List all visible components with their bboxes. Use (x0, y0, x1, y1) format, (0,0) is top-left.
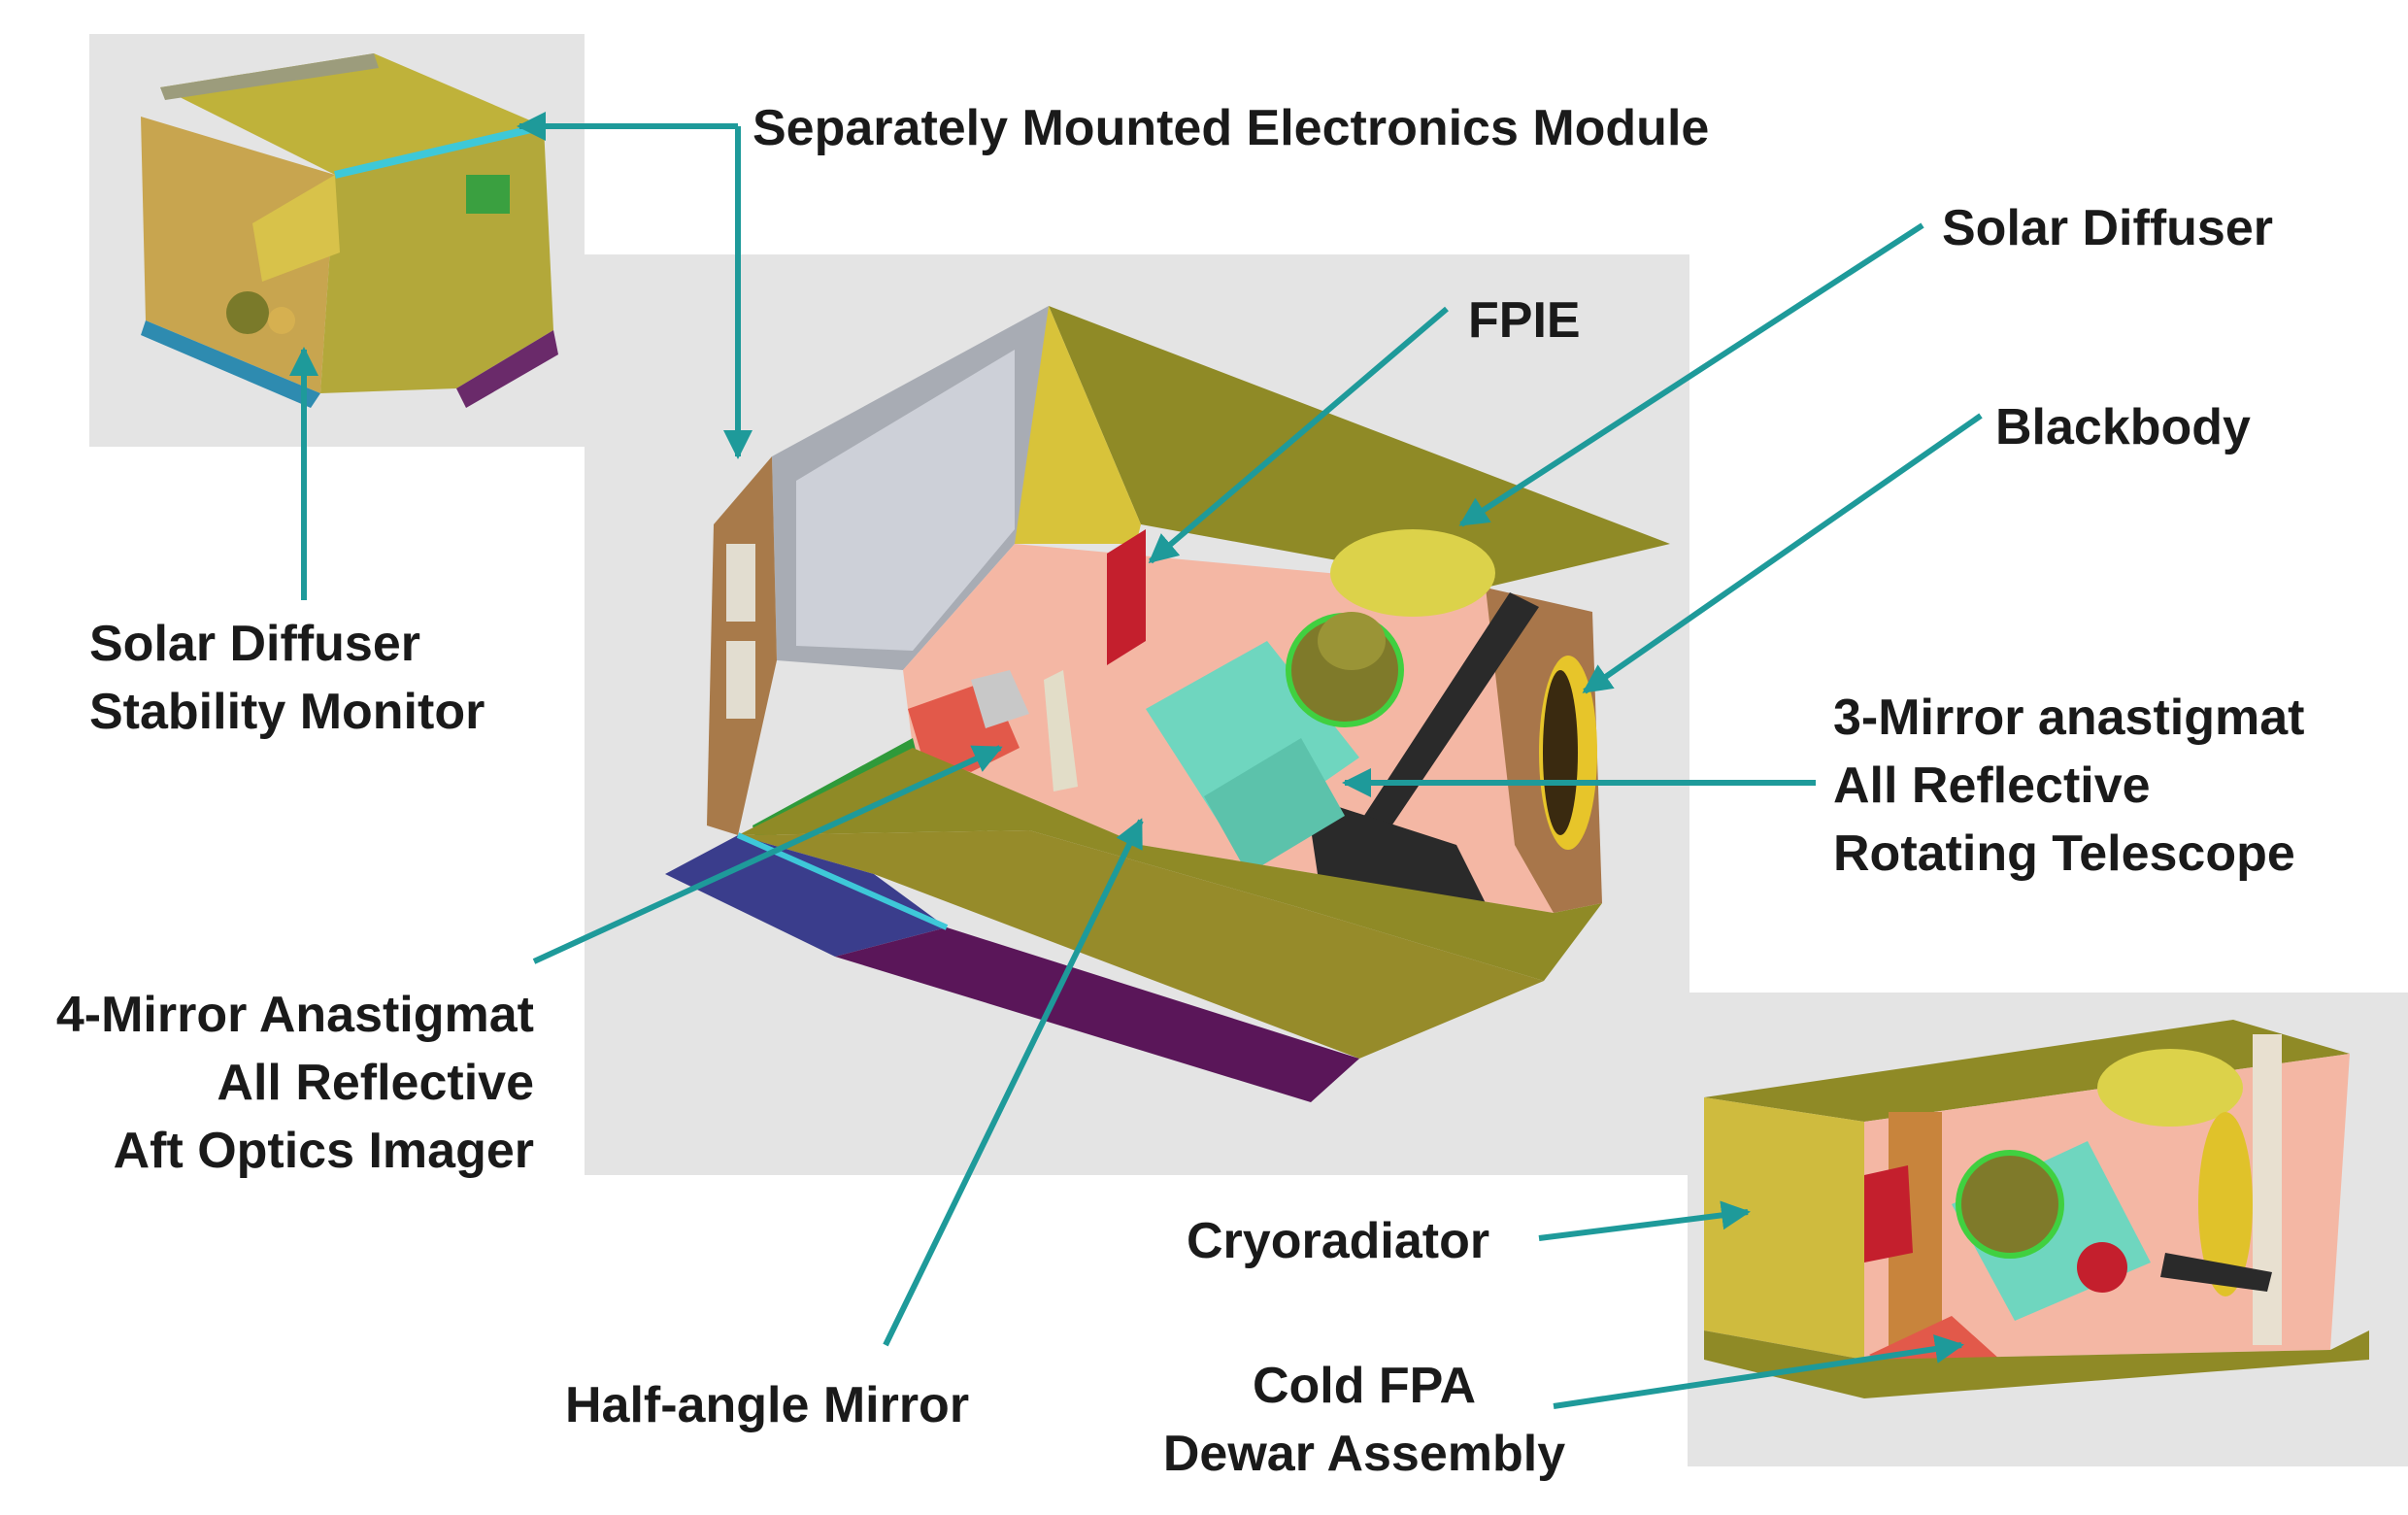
leader-blackbody (1582, 413, 1983, 694)
label-half-angle-mirror: Half-angle Mirror (565, 1377, 970, 1433)
label-electronics-module: Separately Mounted Electronics Module (752, 100, 1710, 156)
label-aft-optics-line-3: Aft Optics Imager (113, 1123, 534, 1179)
main-sensor-model (665, 306, 1670, 1102)
label-telescope-line-1: 3-Mirror anastigmat (1833, 690, 2305, 746)
leader-cryoradiator (1538, 1200, 1751, 1241)
label-telescope-line-3: Rotating Telescope (1833, 825, 2295, 882)
label-cold-fpa: Cold FPA Dewar Assembly (1141, 1352, 1588, 1488)
electronics-module-model (141, 53, 558, 408)
leader-half-angle-mirror (883, 818, 1144, 1347)
leader-cold-fpa (1553, 1334, 1964, 1409)
leader-aft-optics (532, 745, 1003, 964)
label-cryoradiator: Cryoradiator (1187, 1213, 1490, 1269)
leader-fpie (1148, 306, 1449, 564)
alternate-view-model (1704, 1020, 2369, 1398)
label-sdsm-line-2: Stability Monitor (89, 684, 485, 740)
label-cold-fpa-line-2: Dewar Assembly (1162, 1426, 1566, 1482)
label-solar-diffuser: Solar Diffuser (1942, 200, 2273, 256)
label-sdsm: Solar Diffuser Stability Monitor (89, 610, 485, 746)
label-cold-fpa-line-1: Cold FPA (1252, 1358, 1477, 1414)
label-aft-optics: 4-Mirror Anastigmat All Reflective Aft O… (56, 981, 534, 1185)
leader-lines (289, 112, 1983, 1409)
label-aft-optics-line-2: All Reflective (217, 1055, 534, 1111)
label-telescope: 3-Mirror anastigmat All Reflective Rotat… (1833, 684, 2304, 888)
label-telescope-line-2: All Reflective (1833, 758, 2151, 814)
label-aft-optics-line-1: 4-Mirror Anastigmat (55, 987, 534, 1043)
leader-solar-diffuser (1458, 222, 1924, 527)
label-blackbody: Blackbody (1995, 399, 2251, 455)
label-sdsm-line-1: Solar Diffuser (89, 616, 420, 672)
label-fpie: FPIE (1468, 292, 1581, 349)
